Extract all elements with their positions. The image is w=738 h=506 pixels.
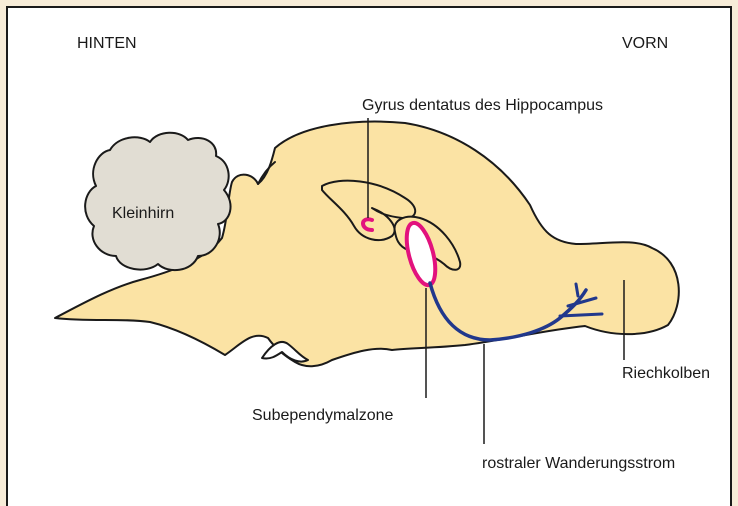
label-front: VORN [622, 35, 668, 52]
label-dentate-gyrus: Gyrus dentatus des Hippocampus [362, 97, 603, 114]
label-olfactory-bulb: Riechkolben [622, 365, 710, 382]
label-cerebellum: Kleinhirn [112, 205, 174, 222]
migratory-stream-branch-2 [560, 314, 602, 316]
cerebellum [85, 133, 230, 270]
migratory-stream-branch-3 [576, 284, 578, 296]
label-back: HINTEN [77, 35, 137, 52]
label-rostral-stream: rostraler Wanderungsstrom [482, 455, 675, 472]
label-subependymal-zone: Subependymalzone [252, 407, 394, 424]
